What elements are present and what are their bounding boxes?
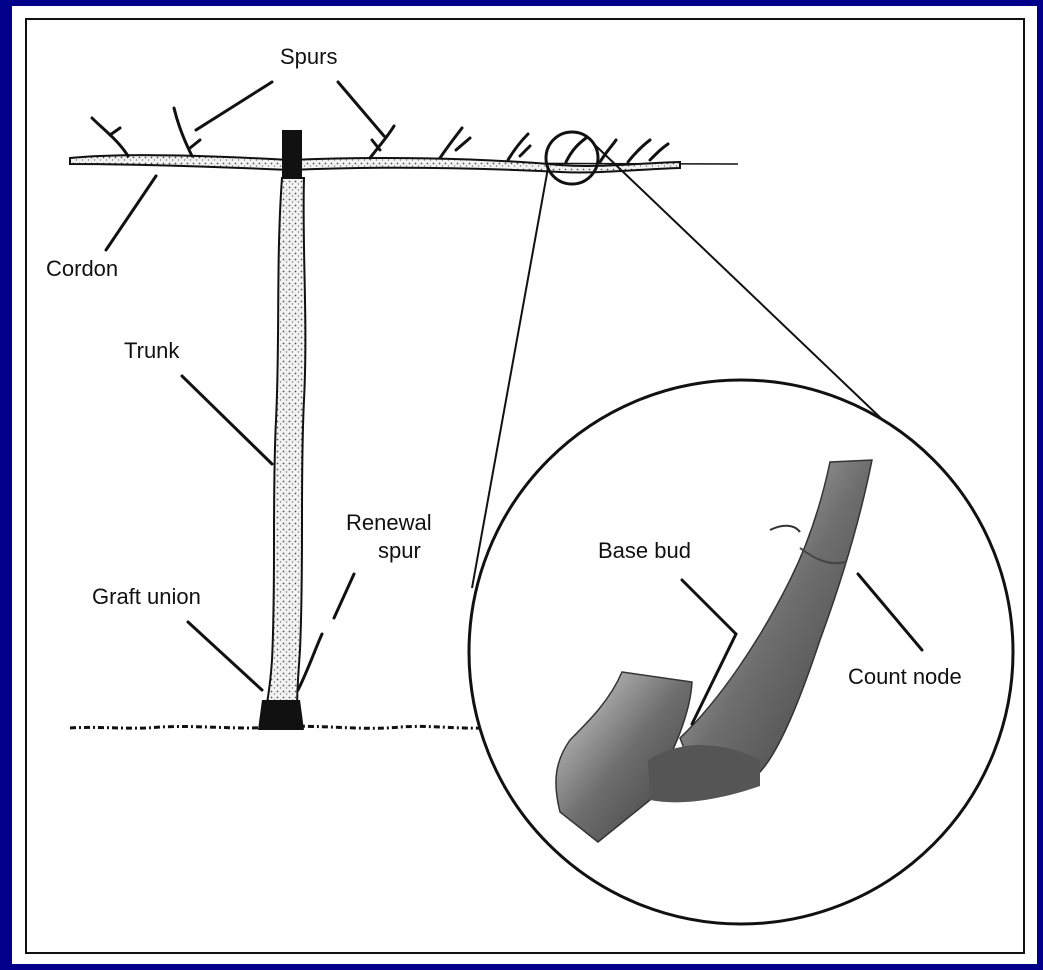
label-renewal-spur-line2: spur <box>378 538 421 563</box>
label-graft-union: Graft union <box>92 584 201 609</box>
label-trunk: Trunk <box>124 338 180 363</box>
label-base-bud: Base bud <box>598 538 691 563</box>
trellis-post <box>282 130 302 182</box>
label-cordon: Cordon <box>46 256 118 281</box>
trunk <box>262 178 305 728</box>
magnifier-small-circle <box>546 132 598 184</box>
zoom-circle <box>469 380 1013 924</box>
label-renewal-spur-line1: Renewal <box>346 510 432 535</box>
label-count-node: Count node <box>848 664 962 689</box>
label-spurs: Spurs <box>280 44 337 69</box>
renewal-spur-shoot <box>298 634 322 690</box>
